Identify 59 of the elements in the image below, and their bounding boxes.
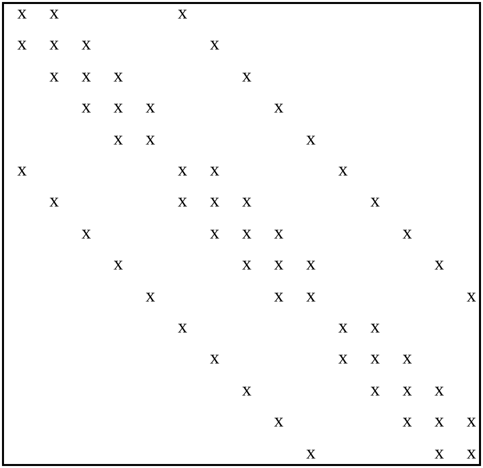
- matrix-entry: x: [210, 348, 220, 368]
- matrix-entry: x: [81, 34, 91, 54]
- matrix-entry: x: [178, 4, 188, 22]
- matrix-entry: x: [338, 160, 348, 180]
- matrix-entry: x: [114, 254, 124, 274]
- matrix-entry: x: [242, 192, 252, 211]
- matrix-entry: x: [81, 66, 91, 86]
- matrix-entry: x: [17, 160, 27, 180]
- matrix-entry: x: [402, 380, 412, 400]
- matrix-entry: x: [466, 286, 476, 306]
- matrix-entry: x: [274, 98, 284, 117]
- matrix-entry: x: [306, 129, 316, 148]
- matrix-entry: x: [402, 412, 412, 431]
- matrix-entry: x: [49, 66, 59, 86]
- matrix-entry: x: [466, 412, 476, 431]
- matrix-entry: x: [81, 223, 91, 242]
- matrix-entry: x: [434, 254, 444, 274]
- matrix-entry: x: [306, 254, 316, 274]
- matrix-entry: x: [338, 318, 348, 336]
- matrix-entry: x: [370, 348, 380, 368]
- matrix-entry: x: [146, 129, 156, 148]
- matrix-entry: x: [370, 380, 380, 400]
- matrix-entry: x: [242, 66, 252, 86]
- matrix-entry: x: [434, 412, 444, 431]
- matrix-entry: x: [17, 34, 27, 54]
- matrix-entry: x: [402, 223, 412, 242]
- matrix-entry: x: [49, 4, 59, 22]
- matrix-entry: x: [306, 443, 316, 462]
- matrix-entry: x: [178, 192, 188, 211]
- matrix-entry: x: [210, 34, 220, 54]
- matrix-entry: x: [338, 348, 348, 368]
- matrix-entry: x: [178, 318, 188, 336]
- matrix-entry: x: [114, 98, 124, 117]
- matrix-entry: x: [242, 254, 252, 274]
- matrix-entry: x: [49, 192, 59, 211]
- matrix-entry: x: [242, 223, 252, 242]
- matrix-entry: x: [306, 286, 316, 306]
- matrix-entry: x: [434, 443, 444, 462]
- matrix-entry: x: [370, 318, 380, 336]
- matrix-entry: x: [210, 160, 220, 180]
- matrix-entry: x: [274, 254, 284, 274]
- matrix-entry: x: [178, 160, 188, 180]
- matrix-entry: x: [434, 380, 444, 400]
- matrix-entry: x: [146, 98, 156, 117]
- matrix-entry: x: [242, 380, 252, 400]
- matrix-entry: x: [146, 286, 156, 306]
- matrix-entry: x: [402, 348, 412, 368]
- matrix-entry: x: [210, 223, 220, 242]
- matrix-entry: x: [370, 192, 380, 211]
- matrix-entry: x: [274, 412, 284, 431]
- matrix-entry: x: [17, 4, 27, 22]
- matrix-entry: x: [49, 34, 59, 54]
- matrix-entry: x: [114, 66, 124, 86]
- matrix-entry: x: [210, 192, 220, 211]
- matrix-entry: x: [114, 129, 124, 148]
- matrix-entry: x: [274, 223, 284, 242]
- matrix-entry: x: [81, 98, 91, 117]
- matrix-entry: x: [466, 443, 476, 462]
- matrix-entry: x: [274, 286, 284, 306]
